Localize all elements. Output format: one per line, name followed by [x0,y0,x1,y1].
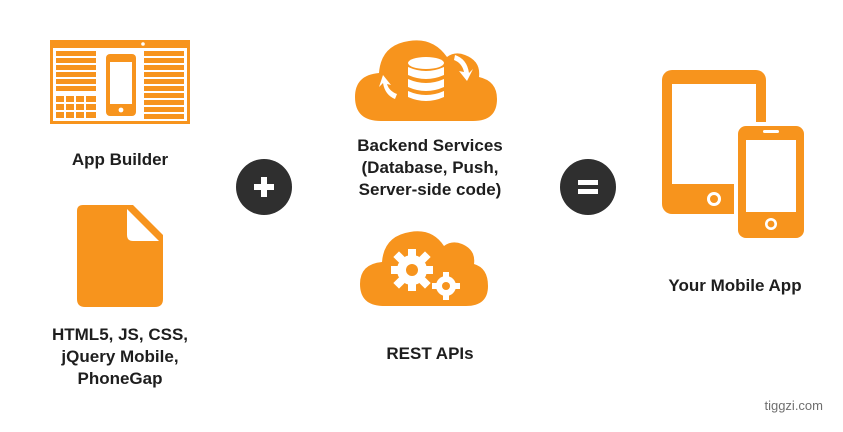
backend-line-3: Server-side code) [358,180,502,199]
web-tech-line-2: jQuery Mobile, [61,347,179,366]
web-tech-line-1: HTML5, JS, CSS, [51,325,189,344]
backend-label: Backend Services (Database, Push, Server… [330,135,530,201]
footer-brand: tiggzi.com [764,398,823,413]
backend-line-2: (Database, Push, [361,158,499,177]
equals-icon [578,180,598,194]
document-icon [77,205,163,307]
plus-icon [254,177,274,197]
app-builder-label: App Builder [71,150,169,169]
app-builder-icon [50,40,190,124]
result-label: Your Mobile App [668,276,802,295]
cloud-gears-icon [360,231,488,306]
rest-label: REST APIs [386,344,474,363]
cloud-database-icon [355,40,497,122]
plus-operator [236,159,292,215]
backend-line-1: Backend Services [357,136,503,155]
web-tech-line-3: PhoneGap [77,369,163,388]
web-tech-label: HTML5, JS, CSS, jQuery Mobile, PhoneGap [30,324,210,390]
equals-operator [560,159,616,215]
tablet-phone-icon [662,70,806,240]
